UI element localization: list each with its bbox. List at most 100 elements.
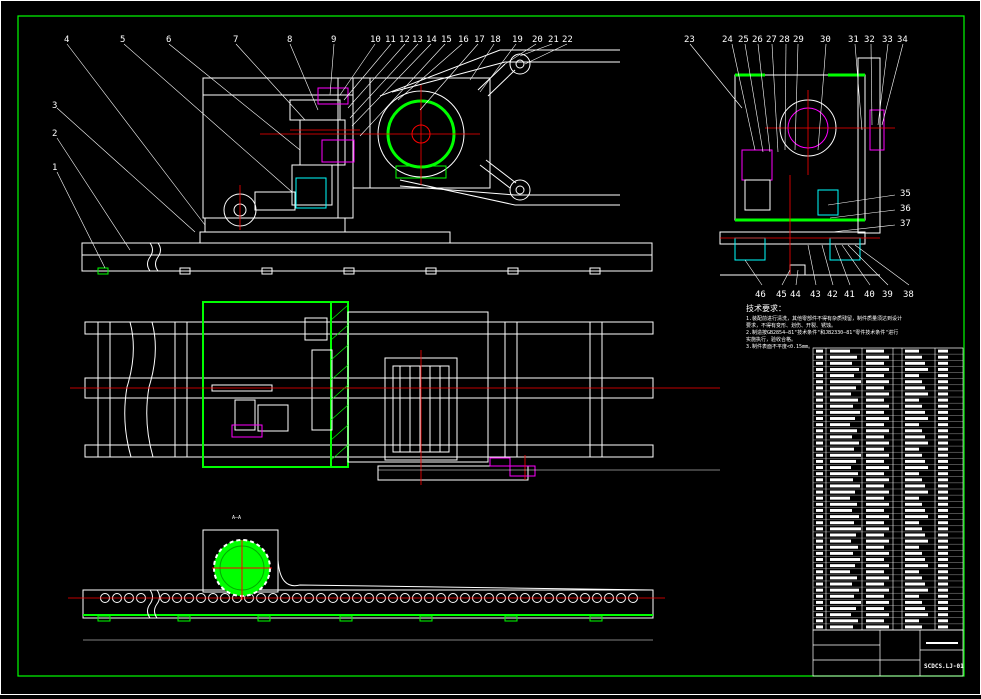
- bom-cell-text: [866, 472, 884, 476]
- bom-cell-text: [866, 533, 884, 537]
- tech-req-line-2: 要求，不得有变形、划伤、开裂、锈蚀。: [746, 322, 836, 329]
- bom-cell-text: [866, 349, 884, 353]
- part-number-label: 20: [532, 35, 543, 45]
- bom-cell-text: [938, 564, 948, 568]
- bom-cell-text: [816, 576, 823, 580]
- bom-cell-text: [830, 600, 861, 604]
- bom-cell-text: [816, 564, 823, 568]
- bom-cell-text: [816, 447, 823, 451]
- part-number-label: 8: [287, 35, 292, 45]
- bom-cell-text: [938, 527, 948, 531]
- bom-cell-text: [866, 515, 889, 519]
- bom-cell-text: [905, 545, 919, 549]
- bom-cell-text: [816, 374, 823, 378]
- front-view: [81, 77, 653, 275]
- bom-cell-text: [816, 478, 823, 482]
- bom-cell-text: [866, 496, 884, 500]
- part-number-label: 16: [458, 35, 469, 45]
- part-number-label: 29: [793, 35, 804, 45]
- bom-cell-text: [938, 539, 948, 543]
- part-number-label: 11: [385, 35, 396, 45]
- bom-cell-text: [866, 594, 884, 598]
- bom-cell-text: [938, 613, 948, 617]
- part-number-label: 36: [900, 204, 911, 214]
- bom-cell-text: [905, 508, 925, 512]
- bom-cell-text: [830, 588, 859, 592]
- bom-cell-text: [830, 417, 855, 420]
- bom-cell-text: [905, 367, 928, 371]
- bom-cell-text: [830, 472, 858, 476]
- bom-cell-text: [830, 478, 853, 482]
- bom-cell-text: [816, 459, 823, 463]
- bom-cell-text: [816, 453, 823, 457]
- part-number-label: 18: [490, 35, 501, 45]
- part-number-label: 13: [412, 35, 423, 45]
- bom-cell-text: [905, 410, 925, 414]
- bom-cell-text: [816, 625, 823, 629]
- bom-cell-text: [816, 472, 823, 476]
- side-view-centerlines: [720, 90, 895, 275]
- part-number-label: 22: [562, 35, 573, 45]
- part-number-label: 17: [474, 35, 485, 45]
- bom-cell-text: [816, 355, 823, 359]
- sprocket-section: [212, 539, 272, 600]
- top-view: [84, 301, 654, 481]
- bom-cell-text: [830, 398, 858, 402]
- bom-cell-text: [830, 625, 853, 629]
- bom-cell-text: [830, 404, 853, 408]
- bom-cell-text: [830, 447, 854, 451]
- bom-cell-text: [816, 582, 823, 586]
- part-number-label: 24: [722, 35, 733, 45]
- bom-cell-text: [938, 435, 948, 439]
- bom-cell-text: [905, 466, 928, 470]
- bom-cell-text: [938, 441, 948, 445]
- bom-cell-text: [830, 521, 854, 525]
- bom-cell-text: [866, 490, 889, 494]
- bom-cell-text: [938, 490, 948, 494]
- bom-cell-text: [816, 435, 823, 439]
- part-number-label: 44: [790, 290, 801, 300]
- bom-cell-text: [830, 515, 859, 519]
- bom-cell-text: [830, 533, 856, 537]
- bom-cell-text: [905, 607, 925, 611]
- bom-cell-text: [816, 484, 823, 488]
- part-number-label: 6: [166, 35, 171, 45]
- bom-cell-text: [938, 361, 948, 365]
- bom-cell-text: [905, 558, 925, 561]
- bom-cell-text: [938, 594, 948, 598]
- bom-cell-text: [830, 459, 856, 463]
- bom-cell-text: [938, 380, 948, 384]
- bom-cell-text: [866, 417, 889, 420]
- bom-cell-text: [816, 410, 823, 414]
- bom-cell-text: [866, 564, 889, 568]
- part-number-label: 12: [399, 35, 410, 45]
- part-number-label: 37: [900, 219, 911, 229]
- bom-cell-text: [816, 588, 823, 592]
- bom-cell-text: [830, 502, 857, 506]
- bom-cell-text: [866, 423, 884, 427]
- part-number-label: 26: [752, 35, 763, 45]
- part-number-label: 31: [848, 35, 859, 45]
- bom-cell-text: [938, 349, 948, 353]
- bom-cell-text: [938, 515, 948, 519]
- bom-cell-text: [816, 466, 823, 470]
- bom-cell-text: [866, 441, 889, 445]
- bom-cell-text: [938, 374, 948, 378]
- bom-cell-text: [866, 576, 889, 580]
- bom-cell-text: [905, 600, 922, 604]
- bom-cell-text: [866, 600, 889, 604]
- drawing-number: SCDCS.LJ-01: [924, 663, 964, 670]
- bom-cell-text: [938, 410, 948, 414]
- bom-cell-text: [866, 459, 884, 463]
- bom-cell-text: [816, 398, 823, 402]
- part-number-label: 28: [779, 35, 790, 45]
- bom-cell-text: [816, 551, 823, 555]
- bom-cell-text: [938, 417, 948, 420]
- bom-cell-text: [905, 349, 919, 353]
- bom-cell-text: [905, 570, 919, 574]
- bom-cell-text: [816, 527, 823, 531]
- bom-cell-text: [830, 386, 856, 390]
- bom-cell-text: [905, 619, 919, 623]
- bom-cell-text: [816, 367, 823, 371]
- bom-cell-text: [905, 551, 922, 555]
